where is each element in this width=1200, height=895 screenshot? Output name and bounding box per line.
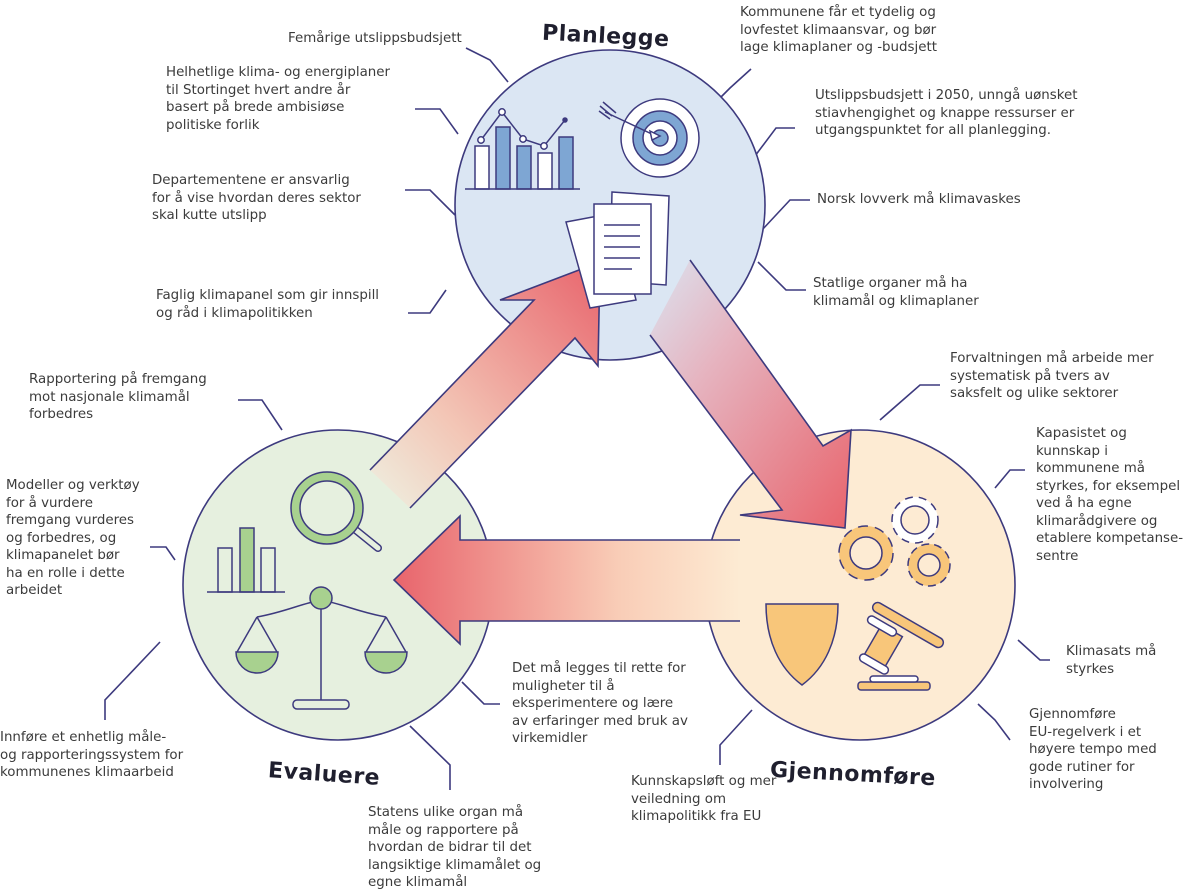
leader-line (408, 289, 447, 314)
plan-note: Utslippsbudsjett i 2050, unngå uønsket s… (815, 88, 1078, 138)
documents-icon (565, 191, 670, 309)
plan-note: Femårige utslippsbudsjett (288, 31, 462, 46)
target-icon (598, 98, 700, 178)
leader-line (409, 725, 451, 790)
leader-line (994, 469, 1025, 489)
arrow-evaluate-to-plan (369, 260, 601, 509)
evaluate-note: Rapportering på fremgang mot nasjonale k… (29, 372, 207, 422)
evaluate-note: Statens ulike organ må måle og rapporter… (368, 805, 542, 890)
leader-line (761, 199, 810, 231)
plan-note: Kommunene får et tydelig og lovfestet kl… (740, 5, 937, 55)
plan-note: Departementene er ansvarlig for å vise h… (152, 173, 361, 223)
shield-icon (765, 603, 839, 686)
evaluate-note: Modeller og verktøy for å vurdere fremga… (6, 478, 140, 598)
evaluate-note: Det må legges til rette for muligheter t… (512, 661, 688, 746)
leader-line (150, 546, 176, 561)
evaluate-note: Innføre et enhetlig måle- og rapporterin… (0, 730, 184, 780)
bar-chart-icon (465, 108, 580, 190)
leader-line (879, 384, 940, 421)
implement-note: Klimasats må styrkes (1066, 644, 1157, 677)
implement-circle (704, 429, 1016, 741)
implement-note: Kunnskapsløft og mer veiledning om klima… (631, 774, 777, 824)
plan-note: Norsk lovverk må klimavaskes (817, 192, 1021, 207)
arrow-implement-to-evaluate (392, 514, 740, 646)
leader-line (461, 681, 500, 705)
magnifier-icon (290, 471, 382, 552)
implement-note: Forvaltningen må arbeide mer systematisk… (950, 351, 1154, 401)
leader-line (719, 709, 753, 765)
plan-note: Helhetlige klima- og energiplaner til St… (166, 65, 391, 133)
leader-line (751, 127, 795, 161)
leader-line (977, 703, 1011, 741)
leader-line (415, 108, 459, 135)
leader-lines (104, 47, 1050, 790)
plan-note: Statlige organer må ha klimamål og klima… (813, 276, 979, 309)
leader-line (238, 399, 283, 431)
leader-line (757, 261, 806, 291)
gears-icon (838, 496, 951, 587)
leader-line (104, 641, 161, 720)
small-bar-chart-icon (207, 527, 285, 593)
leader-line (1017, 639, 1050, 661)
leader-line (405, 189, 456, 216)
scales-icon (235, 586, 408, 710)
leader-line (465, 47, 509, 83)
implement-note: Gjennomføre EU-regelverk i et høyere tem… (1029, 707, 1157, 792)
gavel-icon (857, 601, 945, 691)
implement-note: Kapasistet og kunnskap i kommunene må st… (1036, 426, 1184, 564)
arrow-plan-to-implement (649, 259, 852, 529)
plan-note: Faglig klimapanel som gir innspill og rå… (156, 288, 380, 321)
